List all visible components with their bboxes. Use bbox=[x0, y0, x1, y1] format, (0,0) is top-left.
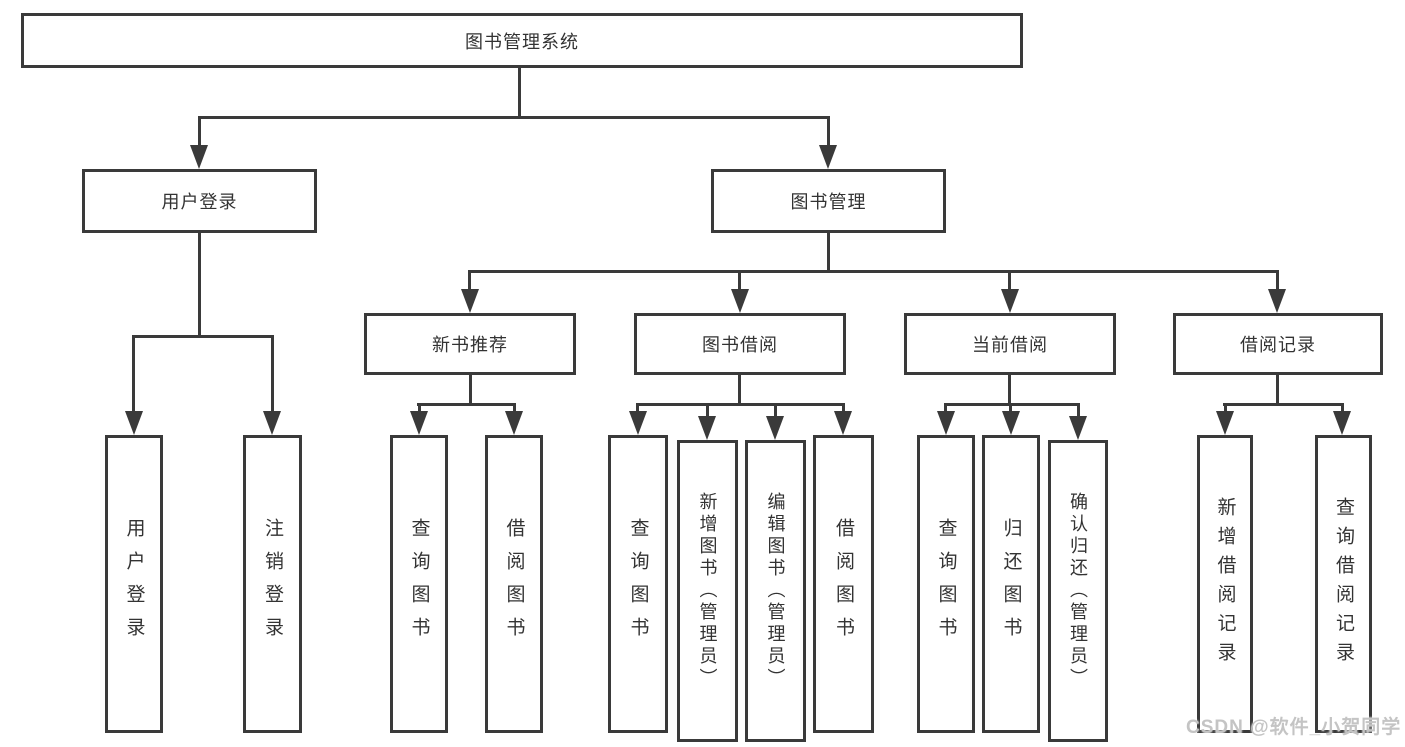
leaf-logout-label: 注销登录 bbox=[262, 518, 283, 650]
arrow-down-icon bbox=[766, 416, 784, 440]
node-book-borrow: 图书借阅 bbox=[634, 313, 846, 375]
leaf-logout: 注销登录 bbox=[243, 435, 302, 733]
connector-root-bar bbox=[198, 116, 830, 119]
connector-record-stem bbox=[1276, 375, 1279, 406]
connector-borrow-drop-4 bbox=[842, 403, 845, 415]
connector-current-drop-2 bbox=[1009, 403, 1012, 415]
connector-mgmt-bar bbox=[468, 270, 1279, 273]
node-borrow-record-label: 借阅记录 bbox=[1240, 335, 1316, 355]
arrow-down-icon bbox=[190, 145, 208, 169]
arrow-down-icon bbox=[1001, 289, 1019, 313]
arrow-down-icon bbox=[1069, 416, 1087, 440]
node-root: 图书管理系统 bbox=[21, 13, 1023, 68]
connector-current-stem bbox=[1008, 375, 1011, 406]
leaf-query-borrow-record-label: 查询借阅记录 bbox=[1333, 497, 1354, 671]
connector-current-drop-1 bbox=[944, 403, 947, 415]
leaf-user-login-label: 用户登录 bbox=[123, 518, 145, 650]
connector-record-drop-1 bbox=[1224, 403, 1227, 415]
connector-root-drop-right bbox=[827, 116, 830, 147]
arrow-down-icon bbox=[505, 411, 523, 435]
connector-user-drop-2 bbox=[271, 335, 274, 413]
connector-current-drop-3 bbox=[1077, 403, 1080, 420]
leaf-add-borrow-record: 新增借阅记录 bbox=[1197, 435, 1253, 733]
leaf-return-book: 归还图书 bbox=[982, 435, 1040, 733]
leaf-query-borrow-record: 查询借阅记录 bbox=[1315, 435, 1372, 733]
leaf-add-book-admin: 新增图书（管理员） bbox=[677, 440, 738, 742]
arrow-down-icon bbox=[1333, 411, 1351, 435]
leaf-recommend-borrow-books: 借阅图书 bbox=[485, 435, 543, 733]
connector-record-bar bbox=[1223, 403, 1344, 406]
node-new-book-recommend: 新书推荐 bbox=[364, 313, 576, 375]
leaf-current-query-books-label: 查询图书 bbox=[935, 518, 957, 650]
node-borrow-record: 借阅记录 bbox=[1173, 313, 1383, 375]
arrow-down-icon bbox=[937, 411, 955, 435]
leaf-edit-book-admin: 编辑图书（管理员） bbox=[745, 440, 806, 742]
connector-user-bar bbox=[132, 335, 274, 338]
leaf-add-borrow-record-label: 新增借阅记录 bbox=[1214, 497, 1236, 671]
watermark: CSDN @软件_小贺同学 bbox=[1186, 717, 1402, 738]
node-book-borrow-label: 图书借阅 bbox=[702, 335, 778, 355]
arrow-down-icon bbox=[629, 411, 647, 435]
leaf-borrow-query-books-label: 查询图书 bbox=[627, 518, 649, 650]
leaf-user-login: 用户登录 bbox=[105, 435, 163, 733]
connector-mgmt-drop-2 bbox=[738, 270, 741, 291]
leaf-borrow-query-books: 查询图书 bbox=[608, 435, 668, 733]
leaf-recommend-query-books: 查询图书 bbox=[390, 435, 448, 733]
connector-root-stem bbox=[518, 68, 521, 116]
arrow-down-icon bbox=[731, 289, 749, 313]
leaf-borrow-books-label: 借阅图书 bbox=[833, 518, 854, 650]
arrow-down-icon bbox=[834, 411, 852, 435]
arrow-down-icon bbox=[461, 289, 479, 313]
connector-borrow-bar bbox=[636, 403, 845, 406]
connector-record-drop-2 bbox=[1341, 403, 1344, 415]
connector-root-drop-left bbox=[198, 116, 201, 147]
connector-recommend-stem bbox=[469, 375, 472, 406]
node-new-book-recommend-label: 新书推荐 bbox=[432, 335, 508, 355]
node-user-login-label: 用户登录 bbox=[161, 192, 238, 212]
arrow-down-icon bbox=[410, 411, 428, 435]
leaf-borrow-books: 借阅图书 bbox=[813, 435, 874, 733]
arrow-down-icon bbox=[125, 411, 143, 435]
connector-recommend-bar bbox=[417, 403, 516, 406]
connector-mgmt-drop-3 bbox=[1008, 270, 1011, 291]
arrow-down-icon bbox=[263, 411, 281, 435]
connector-recommend-drop-2 bbox=[513, 403, 516, 415]
arrow-down-icon bbox=[1216, 411, 1234, 435]
node-book-management: 图书管理 bbox=[711, 169, 946, 233]
connector-borrow-stem bbox=[738, 375, 741, 406]
node-user-login: 用户登录 bbox=[82, 169, 317, 233]
leaf-recommend-query-books-label: 查询图书 bbox=[408, 518, 430, 650]
connector-borrow-drop-2 bbox=[706, 403, 709, 420]
connector-mgmt-drop-4 bbox=[1276, 270, 1279, 291]
connector-user-stem bbox=[198, 233, 201, 338]
leaf-recommend-borrow-books-label: 借阅图书 bbox=[503, 518, 525, 650]
connector-mgmt-drop-1 bbox=[468, 270, 471, 291]
connector-recommend-drop-1 bbox=[418, 403, 421, 415]
node-root-label: 图书管理系统 bbox=[465, 31, 579, 52]
arrow-down-icon bbox=[819, 145, 837, 169]
connector-mgmt-stem bbox=[827, 233, 830, 273]
node-book-management-label: 图书管理 bbox=[790, 192, 867, 212]
arrow-down-icon bbox=[1002, 411, 1020, 435]
connector-user-drop-1 bbox=[132, 335, 135, 413]
node-current-borrow: 当前借阅 bbox=[904, 313, 1116, 375]
leaf-current-query-books: 查询图书 bbox=[917, 435, 975, 733]
node-current-borrow-label: 当前借阅 bbox=[972, 335, 1048, 355]
leaf-confirm-return-admin: 确认归还（管理员） bbox=[1048, 440, 1108, 742]
connector-current-bar bbox=[944, 403, 1080, 406]
connector-borrow-drop-3 bbox=[774, 403, 777, 420]
leaf-confirm-return-admin-label: 确认归还（管理员） bbox=[1068, 492, 1088, 690]
arrow-down-icon bbox=[698, 416, 716, 440]
leaf-return-book-label: 归还图书 bbox=[1000, 518, 1022, 650]
arrow-down-icon bbox=[1268, 289, 1286, 313]
leaf-add-book-admin-label: 新增图书（管理员） bbox=[697, 492, 718, 690]
connector-borrow-drop-1 bbox=[636, 403, 639, 415]
leaf-edit-book-admin-label: 编辑图书（管理员） bbox=[765, 492, 786, 690]
